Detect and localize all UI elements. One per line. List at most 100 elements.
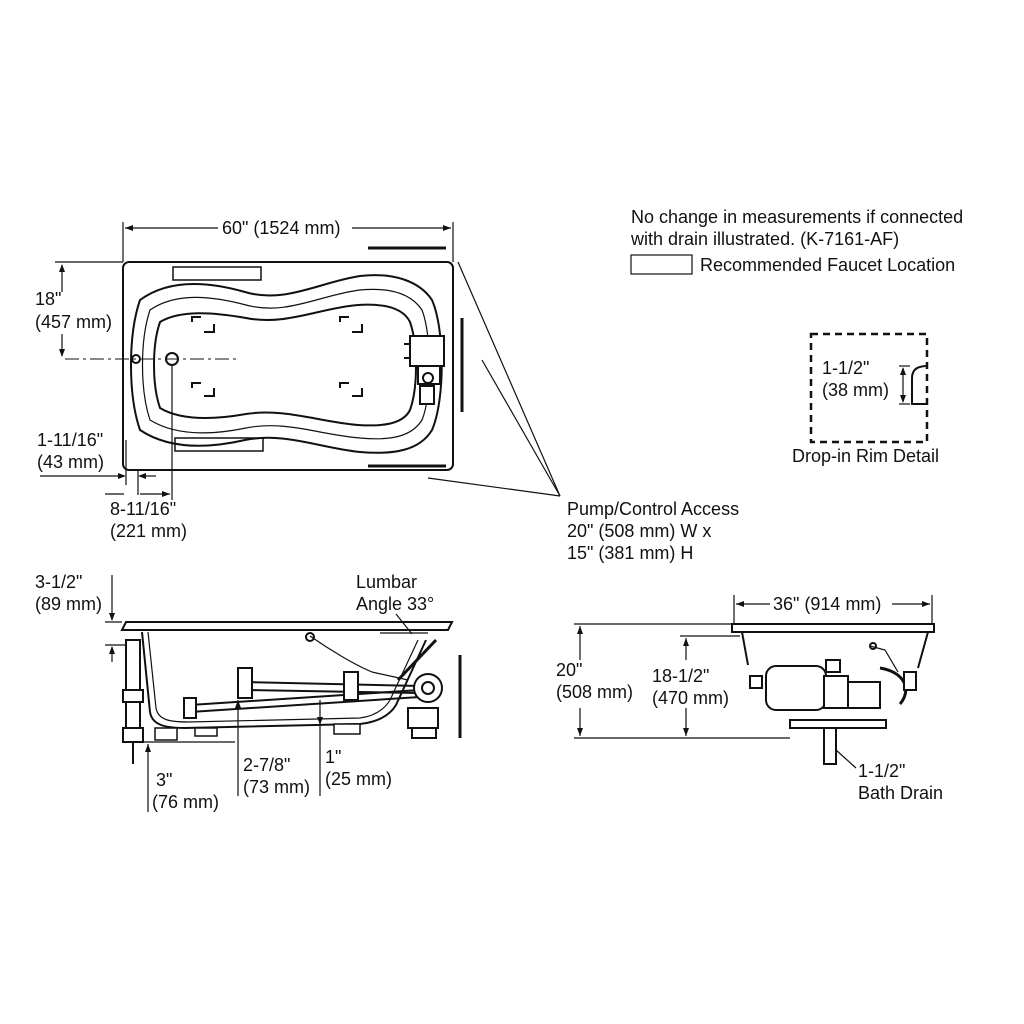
headrest-pad bbox=[172, 266, 262, 281]
arrow-head bbox=[736, 601, 744, 607]
pump-access-height: 15" (381 mm) H bbox=[567, 543, 693, 563]
end-pump-housing bbox=[823, 675, 849, 709]
arrow-head bbox=[900, 395, 906, 403]
depth-dim-value: 18" bbox=[35, 289, 61, 309]
top-view: 60" (1524 mm) bbox=[35, 218, 739, 563]
rim-detail-caption: Drop-in Rim Detail bbox=[792, 446, 939, 466]
side-rim bbox=[120, 621, 454, 631]
end-fitting bbox=[903, 671, 917, 691]
jet-pipe bbox=[244, 689, 421, 694]
drain-offset-value: 8-11/16" bbox=[110, 499, 176, 519]
bath-drain-label: Bath Drain bbox=[858, 783, 943, 803]
pump-connector bbox=[419, 385, 435, 405]
jet-pipe bbox=[244, 681, 421, 687]
arrow-head bbox=[577, 728, 583, 736]
end-rim bbox=[731, 623, 935, 633]
pipe-coupling bbox=[122, 689, 144, 703]
pump-impeller bbox=[421, 681, 435, 695]
top-width-dim-label: 60" (1524 mm) bbox=[222, 218, 340, 238]
arrow-head bbox=[138, 473, 146, 479]
rim-detail: 1-1/2" (38 mm) Drop-in Rim Detail bbox=[792, 332, 939, 466]
arrow-head bbox=[577, 626, 583, 634]
foot-dim-metric: (76 mm) bbox=[152, 792, 219, 812]
jet bbox=[191, 316, 215, 333]
end-air-switch-icon bbox=[869, 642, 877, 650]
pump-leader bbox=[457, 261, 561, 497]
arrow-head bbox=[922, 601, 930, 607]
tub-outer-rim bbox=[122, 261, 454, 471]
drain-overflow-pipe bbox=[125, 639, 141, 737]
jet-pipe bbox=[189, 696, 421, 713]
bath-drain-pipe bbox=[823, 727, 837, 765]
jet-fitting bbox=[183, 697, 197, 719]
end-height-metric: (508 mm) bbox=[556, 682, 633, 702]
bath-drain-size: 1-1/2" bbox=[858, 761, 905, 781]
note-line-2: with drain illustrated. (K-7161-AF) bbox=[630, 229, 899, 249]
foot bbox=[194, 727, 218, 737]
pump-foot bbox=[411, 727, 437, 739]
jet bbox=[339, 316, 363, 333]
foot-dim-value: 3" bbox=[156, 770, 172, 790]
mid-dim-value: 2-7/8" bbox=[243, 755, 290, 775]
rim-detail-frame bbox=[809, 332, 929, 444]
end-inner-metric: (470 mm) bbox=[652, 688, 729, 708]
rim-detail-metric: (38 mm) bbox=[822, 380, 889, 400]
depth-dim-metric: (457 mm) bbox=[35, 312, 112, 332]
end-return-pipe bbox=[879, 666, 908, 705]
side-shell bbox=[141, 631, 427, 730]
rim-height-value: 3-1/2" bbox=[35, 572, 82, 592]
low-dim-metric: (25 mm) bbox=[325, 769, 392, 789]
end-height-value: 20" bbox=[556, 660, 582, 680]
whirlpool-jets bbox=[191, 316, 363, 397]
foot bbox=[333, 723, 361, 735]
side-shell-inner bbox=[147, 631, 419, 723]
end-fitting bbox=[749, 675, 763, 689]
air-switch-icon bbox=[305, 632, 315, 642]
end-pump-motor bbox=[847, 681, 881, 709]
jet-fitting bbox=[343, 671, 359, 701]
end-view: 36" (914 mm) 20" (508 mm) 18-1/2" (4 bbox=[556, 594, 943, 803]
foot bbox=[154, 727, 178, 741]
arrow-head bbox=[900, 367, 906, 375]
arrow-head bbox=[317, 717, 323, 725]
jet bbox=[339, 382, 363, 397]
jet bbox=[191, 382, 215, 397]
drain-offset-metric: (221 mm) bbox=[110, 521, 187, 541]
pipe-coupling bbox=[122, 727, 144, 743]
end-valve bbox=[825, 659, 841, 673]
faucet-legend-label: Recommended Faucet Location bbox=[700, 255, 955, 275]
lumbar-angle: Angle 33° bbox=[356, 594, 434, 614]
faucet-legend-swatch bbox=[630, 254, 693, 275]
tub-basin bbox=[153, 303, 417, 427]
suction-pipe bbox=[396, 638, 438, 682]
air-line bbox=[309, 635, 409, 681]
arrow-head bbox=[125, 225, 133, 231]
arrow-head bbox=[109, 613, 115, 621]
pump-access-width: 20" (508 mm) W x bbox=[567, 521, 711, 541]
mid-dim-metric: (73 mm) bbox=[243, 777, 310, 797]
pump-body bbox=[417, 365, 441, 385]
left-edge-value: 1-11/16" bbox=[37, 430, 103, 450]
note-line-1: No change in measurements if connected bbox=[631, 207, 963, 227]
arrow-head bbox=[683, 638, 689, 646]
notes: No change in measurements if connected w… bbox=[630, 207, 963, 275]
tub-shell-contour bbox=[130, 274, 443, 454]
end-shell-wall bbox=[741, 631, 929, 669]
end-inner-value: 18-1/2" bbox=[652, 666, 709, 686]
pump-housing bbox=[413, 673, 443, 703]
pump-motor bbox=[409, 335, 445, 367]
pump-access-title: Pump/Control Access bbox=[567, 499, 739, 519]
arrow-head bbox=[109, 646, 115, 654]
arrow-head bbox=[162, 491, 170, 497]
pump-base bbox=[407, 707, 439, 729]
rim-profile bbox=[911, 365, 928, 405]
rim-detail-value: 1-1/2" bbox=[822, 358, 869, 378]
arrow-head bbox=[59, 349, 65, 357]
low-dim-value: 1" bbox=[325, 747, 341, 767]
left-edge-metric: (43 mm) bbox=[37, 452, 104, 472]
end-pipe-loop bbox=[765, 665, 827, 711]
arrow-head bbox=[683, 728, 689, 736]
jet-fitting bbox=[237, 667, 253, 699]
rim-height-metric: (89 mm) bbox=[35, 594, 102, 614]
